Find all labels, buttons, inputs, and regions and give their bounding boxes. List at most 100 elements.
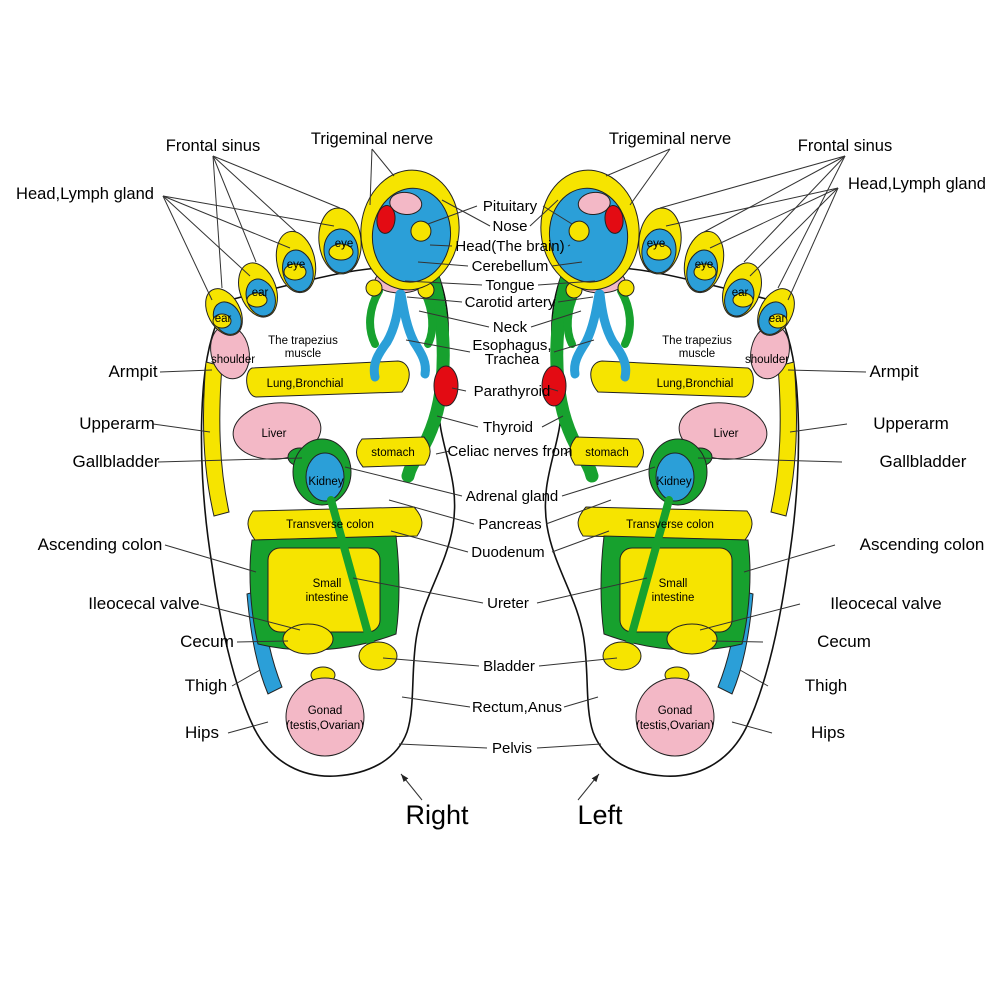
label-gallbladder-right: Gallbladder bbox=[880, 452, 967, 471]
zone-gonad-r2: (testis,Ovarian) bbox=[286, 720, 364, 732]
label-armpit-left: Armpit bbox=[108, 362, 157, 381]
labels: Frontal sinus Trigeminal nerve Trigemina… bbox=[16, 130, 986, 830]
label-cerebellum: Cerebellum bbox=[472, 258, 549, 275]
zone-shoulder-r: shoulder bbox=[211, 354, 255, 366]
zone-ear-r4: ear bbox=[252, 287, 269, 299]
eye-zone-3 bbox=[283, 263, 307, 281]
label-esophagus-1: Esophagus, bbox=[472, 337, 551, 354]
right-heel-arrow bbox=[400, 773, 423, 801]
label-thigh-right: Thigh bbox=[805, 676, 848, 695]
label-ascending-left: Ascending colon bbox=[38, 535, 163, 554]
label-hips-right: Hips bbox=[811, 723, 845, 742]
label-tongue: Tongue bbox=[485, 277, 534, 294]
label-pituitary: Pituitary bbox=[483, 198, 538, 215]
ear-zone-5 bbox=[212, 313, 232, 329]
parathyroid-zone bbox=[433, 365, 459, 407]
zone-shoulder-l: shoulder bbox=[745, 354, 789, 366]
zone-kidney-l: Kidney bbox=[656, 476, 691, 488]
zone-lung-l: Lung,Bronchial bbox=[657, 378, 734, 390]
label-ileocecal-right: Ileocecal valve bbox=[830, 594, 942, 613]
zone-transverse-r: Transverse colon bbox=[286, 519, 374, 531]
label-head-brain: Head(The brain) bbox=[455, 238, 564, 255]
cerebellum-zone bbox=[389, 191, 423, 215]
cecum-zone bbox=[282, 623, 334, 655]
left-heel-arrow bbox=[577, 773, 600, 801]
bladder-zone bbox=[358, 641, 398, 671]
zone-gonad-r1: Gonad bbox=[308, 705, 343, 717]
label-trigeminal-right: Trigeminal nerve bbox=[609, 130, 731, 148]
label-bladder: Bladder bbox=[483, 658, 535, 675]
zone-smallint-l2: intestine bbox=[652, 592, 695, 604]
label-neck: Neck bbox=[493, 319, 528, 336]
right-foot-shapes bbox=[200, 169, 460, 777]
zone-liver-l: Liver bbox=[714, 428, 739, 440]
label-esophagus-2: Trachea bbox=[485, 351, 540, 368]
label-hips-left: Hips bbox=[185, 723, 219, 742]
label-cecum-left: Cecum bbox=[180, 632, 234, 651]
label-pelvis: Pelvis bbox=[492, 740, 532, 757]
zone-lung-r: Lung,Bronchial bbox=[267, 378, 344, 390]
label-adrenal: Adrenal gland bbox=[466, 488, 559, 505]
label-frontal-sinus-left: Frontal sinus bbox=[166, 137, 260, 155]
label-parathyroid: Parathyroid bbox=[474, 383, 551, 400]
zone-eye-l3: eye bbox=[695, 259, 714, 271]
zone-smallint-r1: Small bbox=[313, 578, 342, 590]
label-rectum: Rectum,Anus bbox=[472, 699, 562, 716]
label-frontal-sinus-right: Frontal sinus bbox=[798, 137, 892, 155]
label-trigeminal-left: Trigeminal nerve bbox=[311, 130, 433, 148]
kidney-zone bbox=[305, 452, 345, 502]
zone-ear-l4: ear bbox=[732, 287, 749, 299]
zone-gonad-l1: Gonad bbox=[658, 705, 693, 717]
label-celiac: Celiac nerves from bbox=[447, 443, 572, 460]
label-thyroid: Thyroid bbox=[483, 419, 533, 436]
zone-stomach-r: stomach bbox=[371, 447, 414, 459]
label-pancreas: Pancreas bbox=[478, 516, 541, 533]
ureter-zone bbox=[327, 496, 376, 652]
neck-node-left bbox=[365, 279, 383, 297]
label-nose: Nose bbox=[492, 218, 527, 235]
zone-eye-r3: eye bbox=[287, 259, 306, 271]
zone-trapezius-l2: muscle bbox=[679, 348, 715, 360]
label-left-foot: Left bbox=[577, 800, 623, 830]
pituitary-dot bbox=[410, 220, 432, 242]
zone-smallint-r2: intestine bbox=[306, 592, 349, 604]
label-right-foot: Right bbox=[405, 800, 469, 830]
lung-bronchial-zone bbox=[246, 360, 410, 398]
label-head-lymph-left: Head,Lymph gland bbox=[16, 185, 154, 203]
zone-eye-l2: eye bbox=[647, 238, 666, 250]
upperarm-zone bbox=[202, 361, 230, 517]
zone-trapezius-l1: The trapezius bbox=[662, 335, 732, 347]
zone-gonad-l2: (testis,Ovarian) bbox=[636, 720, 714, 732]
leader-lines bbox=[152, 148, 867, 801]
pituitary-red-zone bbox=[376, 204, 396, 234]
zone-smallint-l1: Small bbox=[659, 578, 688, 590]
zone-transverse-l: Transverse colon bbox=[626, 519, 714, 531]
label-duodenum: Duodenum bbox=[471, 544, 544, 561]
gonad-zone bbox=[285, 677, 365, 757]
eye-zone-2 bbox=[328, 243, 354, 261]
zone-trapezius-r2: muscle bbox=[285, 348, 321, 360]
zone-trapezius-r1: The trapezius bbox=[268, 335, 338, 347]
label-ileocecal-left: Ileocecal valve bbox=[88, 594, 200, 613]
zone-ear-l5: ear bbox=[769, 313, 786, 325]
zone-liver-r: Liver bbox=[262, 428, 287, 440]
zone-eye-r2: eye bbox=[335, 238, 354, 250]
label-upperarm-left: Upperarm bbox=[79, 414, 155, 433]
label-gallbladder-left: Gallbladder bbox=[73, 452, 160, 471]
zone-stomach-l: stomach bbox=[585, 447, 628, 459]
trachea-zone bbox=[369, 289, 405, 382]
stomach-zone bbox=[356, 436, 431, 468]
zone-ear-r5: ear bbox=[215, 313, 232, 325]
label-cecum-right: Cecum bbox=[817, 632, 871, 651]
label-ascending-right: Ascending colon bbox=[860, 535, 985, 554]
label-upperarm-right: Upperarm bbox=[873, 414, 949, 433]
zone-kidney-r: Kidney bbox=[308, 476, 343, 488]
left-foot-shapes bbox=[535, 165, 802, 776]
label-ureter: Ureter bbox=[487, 595, 529, 612]
ear-zone-4 bbox=[246, 292, 268, 308]
big-toe bbox=[360, 169, 460, 291]
label-armpit-right: Armpit bbox=[869, 362, 918, 381]
label-carotid: Carotid artery bbox=[465, 294, 556, 311]
